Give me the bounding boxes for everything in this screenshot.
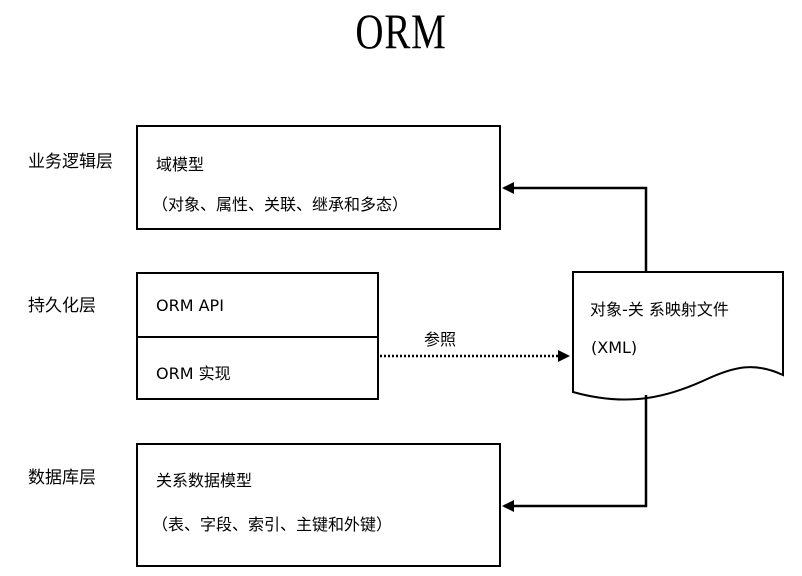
mapping-document-title: 对象-关 系映射文件 (590, 300, 729, 319)
arrow-to-domain-model (502, 182, 648, 272)
orm-api-label: ORM API (156, 296, 224, 315)
relational-model-detail: （表、字段、索引、主键和外键） (152, 515, 393, 534)
diagram-title: ORM (355, 3, 447, 59)
reference-label: 参照 (424, 330, 457, 349)
domain-model-detail: （对象、属性、关联、继承和多态） (152, 195, 409, 214)
arrow-to-relational-model (502, 395, 648, 512)
relational-model-title: 关系数据模型 (156, 471, 253, 490)
mapping-document-shape (572, 271, 784, 401)
orm-impl-label: ORM 实现 (156, 364, 231, 383)
layer-label-persistence: 持久化层 (28, 296, 96, 316)
mapping-document-format: (XML) (591, 338, 638, 357)
persistence-divider (138, 336, 377, 338)
layer-label-database: 数据库层 (28, 468, 96, 488)
domain-model-box: 域模型 （对象、属性、关联、继承和多态） (136, 125, 501, 230)
layer-label-business: 业务逻辑层 (28, 152, 113, 172)
relational-model-box: 关系数据模型 （表、字段、索引、主键和外键） (136, 443, 501, 567)
persistence-box: ORM API ORM 实现 (136, 272, 379, 400)
domain-model-title: 域模型 (156, 155, 205, 174)
